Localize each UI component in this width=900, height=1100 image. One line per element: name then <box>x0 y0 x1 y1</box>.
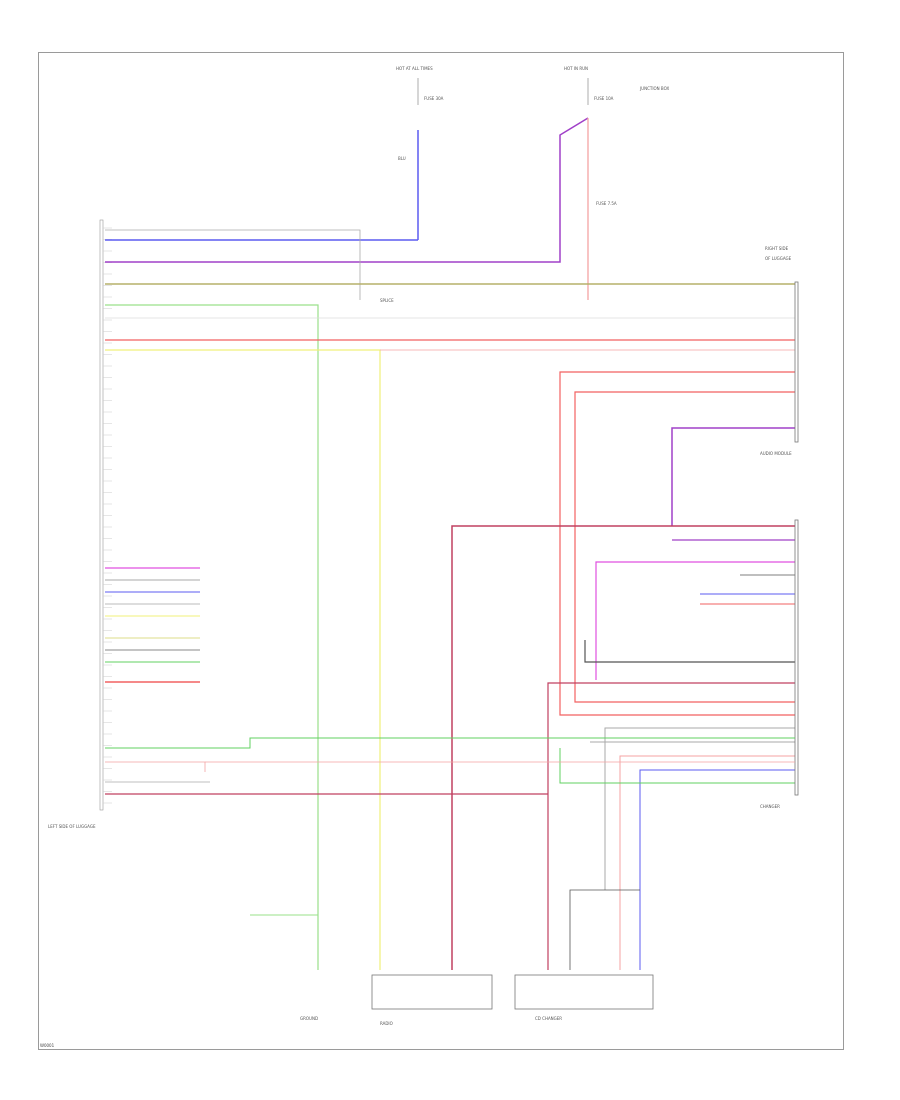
right-module-wires: RIGHT SIDE OF LUGGAGE AUDIO MODULE CHANG… <box>451 246 799 970</box>
svg-text:CD CHANGER: CD CHANGER <box>535 1016 562 1021</box>
svg-text:HOT AT ALL TIMES: HOT AT ALL TIMES <box>396 66 433 71</box>
svg-text:BLU: BLU <box>398 156 406 161</box>
svg-text:RADIO: RADIO <box>380 1021 393 1026</box>
svg-text:SPLICE: SPLICE <box>380 298 394 303</box>
svg-text:JUNCTION BOX: JUNCTION BOX <box>639 86 669 91</box>
diagram-frame <box>38 52 844 1050</box>
svg-text:FUSE 10A: FUSE 10A <box>594 96 614 101</box>
svg-text:RIGHT SIDE: RIGHT SIDE <box>765 246 789 251</box>
bottom-components: GROUND RADIO CD CHANGER LEFT SIDE OF LUG… <box>48 824 654 1026</box>
svg-text:FUSE 30A: FUSE 30A <box>424 96 444 101</box>
svg-text:FUSE 7.5A: FUSE 7.5A <box>596 201 617 206</box>
svg-text:OF LUGGAGE: OF LUGGAGE <box>765 256 792 261</box>
left-module-bar <box>99 219 104 811</box>
svg-text:CHANGER: CHANGER <box>760 804 780 809</box>
svg-text:HOT IN RUN: HOT IN RUN <box>564 66 588 71</box>
lower-wires <box>105 567 795 795</box>
footer-code: W0001 <box>40 1043 55 1048</box>
left-module-pins <box>99 219 112 811</box>
fuse-feed-right: HOT IN RUN FUSE 10A JUNCTION BOX FUSE 7.… <box>105 66 669 300</box>
top-wires: SPLICE <box>105 229 795 970</box>
svg-text:LEFT SIDE OF LUGGAGE: LEFT SIDE OF LUGGAGE <box>48 824 96 829</box>
svg-text:GROUND: GROUND <box>300 1016 318 1021</box>
svg-text:AUDIO MODULE: AUDIO MODULE <box>760 451 792 456</box>
fuse-feed-left: HOT AT ALL TIMES FUSE 30A BLU <box>396 66 444 240</box>
